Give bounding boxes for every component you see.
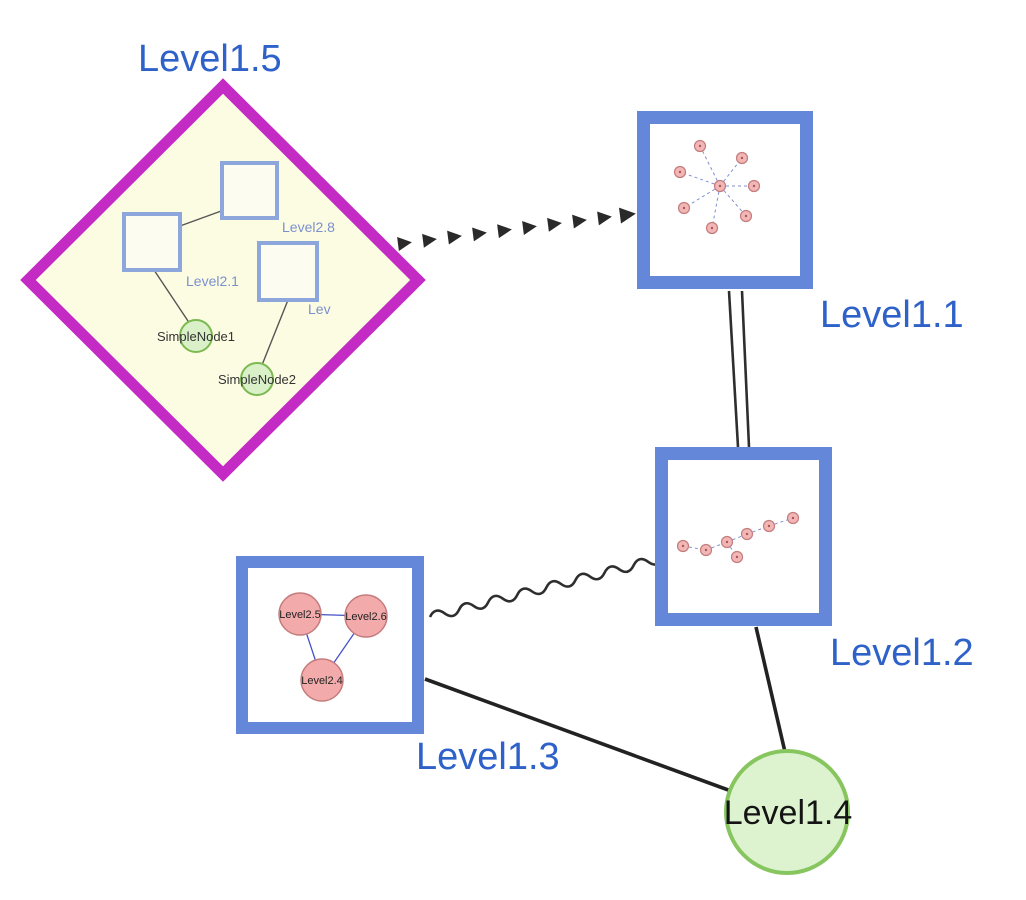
label-level2-6: Level2.6 — [345, 611, 387, 623]
edge-level13-to-level12[interactable] — [428, 554, 664, 622]
node-simplenode1[interactable] — [179, 319, 213, 353]
label-level2-trunc: Lev — [308, 301, 331, 317]
label-level1-3: Level1.3 — [416, 736, 560, 778]
edge-level11-to-level12[interactable] — [727, 290, 751, 448]
edge-level12-to-level14[interactable] — [754, 626, 787, 753]
label-simplenode1: SimpleNode1 — [157, 329, 235, 344]
label-level1-5: Level1.5 — [138, 38, 282, 80]
node-level1-1[interactable] — [637, 111, 813, 289]
node-level2-trunc[interactable] — [257, 241, 319, 302]
diamond-inner-edges — [153, 209, 289, 366]
edge-level13-to-level14[interactable] — [424, 677, 732, 793]
label-level1-1: Level1.1 — [820, 294, 964, 336]
label-level1-2: Level1.2 — [830, 632, 974, 674]
node-level1-2[interactable] — [655, 447, 832, 626]
level1-1-inner-nodes — [673, 139, 761, 235]
node-level2-5[interactable] — [278, 592, 322, 636]
level1-3-inner-graph: Level2.5 Level2.6 Level2.4 — [278, 592, 388, 702]
node-level2-6[interactable] — [344, 594, 388, 638]
label-level2-1: Level2.1 — [186, 273, 239, 289]
node-level2-8[interactable] — [220, 161, 279, 220]
edge-level15-to-level11[interactable] — [397, 206, 637, 251]
level1-1-inner-graph — [673, 139, 761, 235]
label-level2-8: Level2.8 — [282, 219, 335, 235]
label-level2-4: Level2.4 — [301, 675, 343, 687]
node-level1-4[interactable] — [724, 749, 850, 875]
level1-1-inner-edges — [679, 145, 754, 229]
node-level1-5[interactable]: Level2.8 Level2.1 Lev SimpleNode1 Simple… — [20, 78, 426, 482]
diamond-shape[interactable] — [20, 78, 426, 482]
label-simplenode2: SimpleNode2 — [218, 372, 296, 387]
level1-2-inner-nodes — [676, 511, 800, 563]
node-simplenode2[interactable] — [240, 362, 274, 396]
level1-2-inner-graph — [676, 511, 800, 563]
node-level2-1[interactable] — [122, 212, 182, 272]
label-level2-5: Level2.5 — [279, 609, 321, 621]
label-level1-4: Level1.4 — [723, 794, 853, 832]
node-level1-3[interactable]: Level2.5 Level2.6 Level2.4 — [236, 556, 424, 734]
node-level2-4[interactable] — [300, 658, 344, 702]
